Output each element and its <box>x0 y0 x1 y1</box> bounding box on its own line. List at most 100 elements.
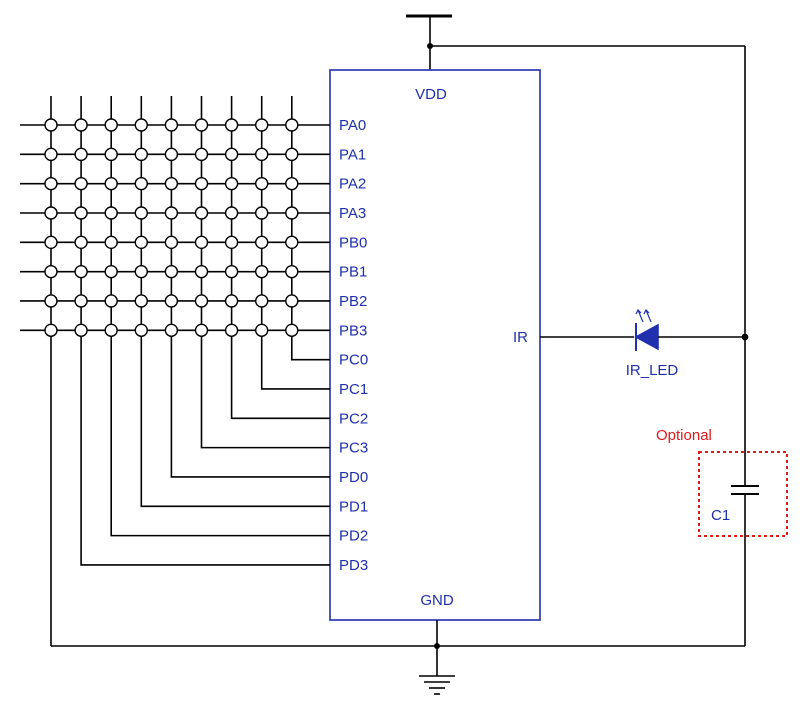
key-node <box>224 235 239 250</box>
key-node <box>285 294 299 308</box>
key-node <box>285 206 299 220</box>
key-node <box>164 176 179 191</box>
ir-led-icon <box>634 308 659 351</box>
key-node <box>255 118 269 132</box>
key-node <box>285 118 299 132</box>
vdd-pin-label: VDD <box>415 86 447 103</box>
key-node <box>164 323 179 338</box>
key-node <box>194 323 209 338</box>
key-node <box>224 206 239 220</box>
key-node <box>134 176 149 191</box>
key-node <box>224 294 239 308</box>
pin-label-pc1: PC1 <box>339 381 368 398</box>
pin-label-pa2: PA2 <box>339 176 366 193</box>
key-node <box>224 147 239 162</box>
key-node <box>164 118 179 132</box>
pin-label-pc3: PC3 <box>339 440 368 457</box>
column-wire-2 <box>110 96 330 537</box>
key-node <box>134 147 149 162</box>
key-node <box>134 264 149 279</box>
key-node <box>74 176 88 191</box>
vdd-supply-symbol <box>406 14 452 70</box>
key-node <box>44 294 58 308</box>
key-node <box>194 176 209 191</box>
key-node <box>104 206 118 220</box>
key-node <box>44 147 58 162</box>
column-wire-3 <box>140 96 330 508</box>
key-node <box>164 206 179 220</box>
key-node <box>164 235 179 250</box>
ir-led-label: IR_LED <box>626 362 679 379</box>
led-rail-junction <box>741 333 749 341</box>
key-node <box>44 118 58 132</box>
left-pin-labels: PA0PA1PA2PA3PB0PB1PB2PB3PC0PC1PC2PC3PD0P… <box>339 117 368 574</box>
ir-pin-label: IR <box>513 329 528 346</box>
key-node <box>44 176 58 191</box>
key-node <box>285 323 299 338</box>
key-node <box>104 323 118 338</box>
key-node <box>194 206 209 220</box>
key-node <box>74 294 88 308</box>
key-node <box>255 206 269 220</box>
key-node <box>134 294 149 308</box>
key-node <box>194 235 209 250</box>
key-node <box>194 118 209 132</box>
key-node <box>134 323 149 338</box>
key-node <box>255 235 269 250</box>
key-node <box>194 147 209 162</box>
key-node <box>74 323 88 338</box>
key-node <box>224 176 239 191</box>
column-wire-4 <box>170 96 330 478</box>
key-node <box>194 294 209 308</box>
pin-label-pb1: PB1 <box>339 264 367 281</box>
column-wire-1 <box>80 96 330 566</box>
pin-label-pa0: PA0 <box>339 117 366 134</box>
pin-label-pa3: PA3 <box>339 205 366 222</box>
ground-symbol-icon <box>419 675 455 695</box>
key-node <box>74 264 88 279</box>
key-node <box>134 118 149 132</box>
key-node <box>255 264 269 279</box>
key-node <box>224 264 239 279</box>
key-node <box>255 294 269 308</box>
capacitor-icon <box>731 456 759 646</box>
column-wire-6 <box>230 96 330 420</box>
key-node <box>285 264 299 279</box>
key-node <box>104 176 118 191</box>
capacitor-label: C1 <box>711 507 730 524</box>
key-node <box>164 264 179 279</box>
key-node <box>224 323 239 338</box>
key-node <box>74 206 88 220</box>
pin-label-pd1: PD1 <box>339 498 368 515</box>
gnd-pin-label: GND <box>420 592 454 609</box>
key-node <box>44 206 58 220</box>
key-node <box>134 235 149 250</box>
key-node <box>104 147 118 162</box>
key-node <box>104 235 118 250</box>
pin-label-pc0: PC0 <box>339 352 368 369</box>
key-node <box>285 235 299 250</box>
keypad-grid-nodes <box>44 118 299 338</box>
key-node <box>255 147 269 162</box>
pin-label-pc2: PC2 <box>339 410 368 427</box>
column-wire-8 <box>290 96 330 361</box>
pin-label-pb2: PB2 <box>339 293 367 310</box>
key-node <box>74 147 88 162</box>
key-node <box>255 176 269 191</box>
key-node <box>74 235 88 250</box>
key-node <box>44 264 58 279</box>
pin-label-pa1: PA1 <box>339 146 366 163</box>
key-node <box>44 323 58 338</box>
key-node <box>104 118 118 132</box>
key-node <box>74 118 88 132</box>
optional-label: Optional <box>656 427 712 444</box>
key-node <box>194 264 209 279</box>
key-node <box>285 176 299 191</box>
pin-label-pd0: PD0 <box>339 469 368 486</box>
microcontroller-chip <box>329 69 541 621</box>
pin-label-pd2: PD2 <box>339 528 368 545</box>
key-node <box>134 206 149 220</box>
key-node <box>255 323 269 338</box>
gnd-junction <box>434 643 440 649</box>
